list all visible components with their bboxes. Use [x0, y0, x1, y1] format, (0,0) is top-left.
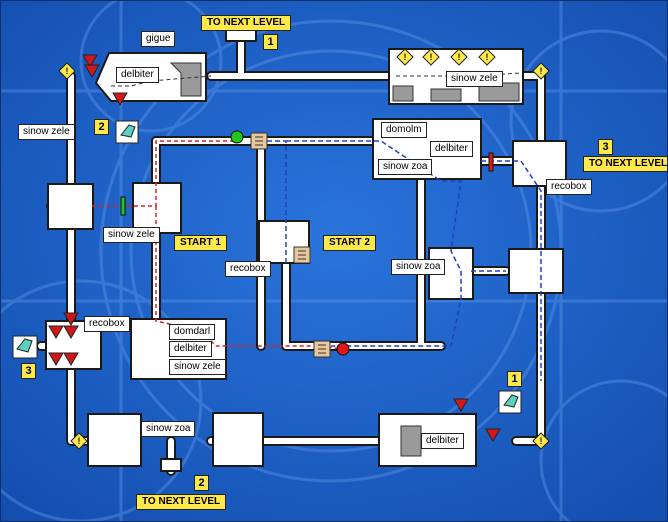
room-label-sinow-zele-left-corridor: sinow zele	[18, 124, 75, 140]
room-label-delbiter-center: delbiter	[430, 141, 473, 157]
key-number-bottom-right: 1	[507, 371, 522, 387]
room-label-sinow-zele-left-room: sinow zele	[103, 227, 160, 243]
room-label-domolm: domolm	[381, 122, 427, 138]
svg-text:!: !	[78, 436, 81, 446]
room-label-gigue: gigue	[141, 31, 176, 47]
enemy-marker-icon	[63, 325, 79, 339]
svg-text:!: !	[458, 52, 461, 62]
exit-right-number: 3	[598, 139, 613, 155]
key-icon[interactable]	[498, 390, 522, 414]
room-label-sinow-zoa-bottom: sinow zoa	[141, 421, 196, 437]
room-label-delbiter-bottom-right: delbiter	[421, 433, 464, 449]
room-label-domdarl: domdarl	[169, 324, 216, 340]
svg-text:!: !	[404, 52, 407, 62]
room-label-recobox-right: recobox	[546, 179, 592, 195]
room-left-upper	[47, 183, 94, 230]
door-red-icon[interactable]	[488, 152, 494, 172]
enemy-marker-icon	[63, 312, 79, 326]
warning-icon	[478, 48, 496, 66]
start2-label[interactable]: START 2	[323, 235, 376, 251]
enemy-marker-icon	[82, 54, 98, 68]
key-icon[interactable]	[115, 120, 139, 144]
room-label-sinow-zoa-right: sinow zoa	[391, 259, 446, 275]
door-green-icon[interactable]	[230, 130, 244, 144]
route-start2	[259, 140, 542, 381]
room-bottom-left	[87, 413, 142, 467]
enemy-marker-icon	[48, 352, 64, 366]
enemy-markers	[48, 54, 501, 442]
enemy-marker-icon	[84, 64, 100, 78]
svg-text:!: !	[66, 66, 69, 76]
exit-bottom-number: 2	[194, 475, 209, 491]
room-bottom-mid	[212, 412, 264, 467]
svg-text:!: !	[430, 52, 433, 62]
key-icon[interactable]	[12, 335, 38, 359]
room-sinow-zele-left	[132, 182, 182, 234]
enemy-marker-icon	[48, 325, 64, 339]
warning-icon	[532, 432, 550, 450]
exit-top-label[interactable]: TO NEXT LEVEL	[201, 15, 292, 31]
start1-label[interactable]: START 1	[174, 235, 227, 251]
warning-icon	[70, 432, 88, 450]
warning-icon	[58, 62, 76, 80]
room-label-sinow-zele-lower: sinow zele	[169, 359, 226, 375]
route-misc	[111, 72, 522, 87]
warning-icon	[396, 48, 414, 66]
exit-bottom-label[interactable]: TO NEXT LEVEL	[136, 494, 227, 510]
warning-icon	[450, 48, 468, 66]
room-label-sinow-zele-top: sinow zele	[446, 71, 503, 87]
warning-icon	[422, 48, 440, 66]
svg-text:!: !	[540, 436, 543, 446]
warning-icon	[532, 62, 550, 80]
key-number-top-left: 2	[94, 119, 109, 135]
switch-icon[interactable]	[313, 340, 331, 358]
switch-icon[interactable]	[293, 246, 311, 264]
enemy-marker-icon	[453, 398, 469, 412]
enemy-marker-icon	[485, 428, 501, 442]
door-green-icon[interactable]	[120, 196, 126, 216]
door-red-icon[interactable]	[336, 342, 350, 356]
room-label-recobox-left: recobox	[84, 316, 130, 332]
room-label-delbiter-lower: delbiter	[169, 341, 212, 357]
switch-icon[interactable]	[250, 132, 268, 150]
warning-markers	[58, 48, 550, 450]
room-label-sinow-zoa-center: sinow zoa	[378, 159, 433, 175]
enemy-marker-icon	[63, 352, 79, 366]
room-right-mid	[508, 248, 564, 294]
room-label-delbiter-top: delbiter	[116, 67, 159, 83]
exit-bottom-gate	[160, 458, 182, 472]
room-walls	[169, 62, 520, 457]
key-number-left: 3	[21, 363, 36, 379]
svg-text:!: !	[540, 66, 543, 76]
enemy-marker-icon	[112, 92, 128, 106]
exit-top-number: 1	[263, 34, 278, 50]
room-label-recobox-center: recobox	[225, 261, 271, 277]
svg-text:!: !	[486, 52, 489, 62]
exit-right-label[interactable]: TO NEXT LEVEL	[583, 156, 667, 172]
